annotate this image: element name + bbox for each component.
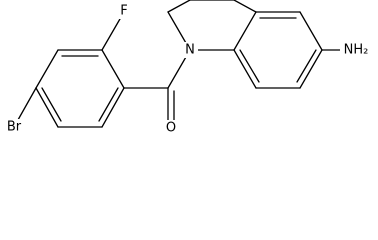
bond-lines xyxy=(13,0,345,128)
bond xyxy=(233,11,257,51)
bond xyxy=(233,49,257,89)
bond-double-inner xyxy=(296,49,317,83)
bond xyxy=(35,87,59,128)
label-mask xyxy=(162,120,180,136)
bond xyxy=(35,49,59,89)
bond xyxy=(101,87,125,128)
fluorine-label: F xyxy=(120,4,127,19)
bond xyxy=(101,49,125,89)
bond-double-inner xyxy=(239,49,260,83)
bond xyxy=(167,0,191,13)
label-mask xyxy=(182,42,198,58)
bond-double-inner xyxy=(41,87,62,122)
atom-labels: F Br O N NH₂ xyxy=(4,3,372,136)
label-mask xyxy=(340,42,372,58)
amine-label: NH₂ xyxy=(344,43,369,58)
bond xyxy=(299,11,323,51)
bond xyxy=(299,49,323,89)
molecule-diagram: F Br O N NH₂ xyxy=(4,0,372,136)
oxygen-label: O xyxy=(166,121,176,136)
bond-double-inner xyxy=(98,87,119,122)
nitrogen-label: N xyxy=(185,43,195,58)
bromine-label: Br xyxy=(7,120,22,135)
label-mask xyxy=(117,3,131,19)
label-mask xyxy=(4,119,26,135)
bond xyxy=(233,0,257,13)
